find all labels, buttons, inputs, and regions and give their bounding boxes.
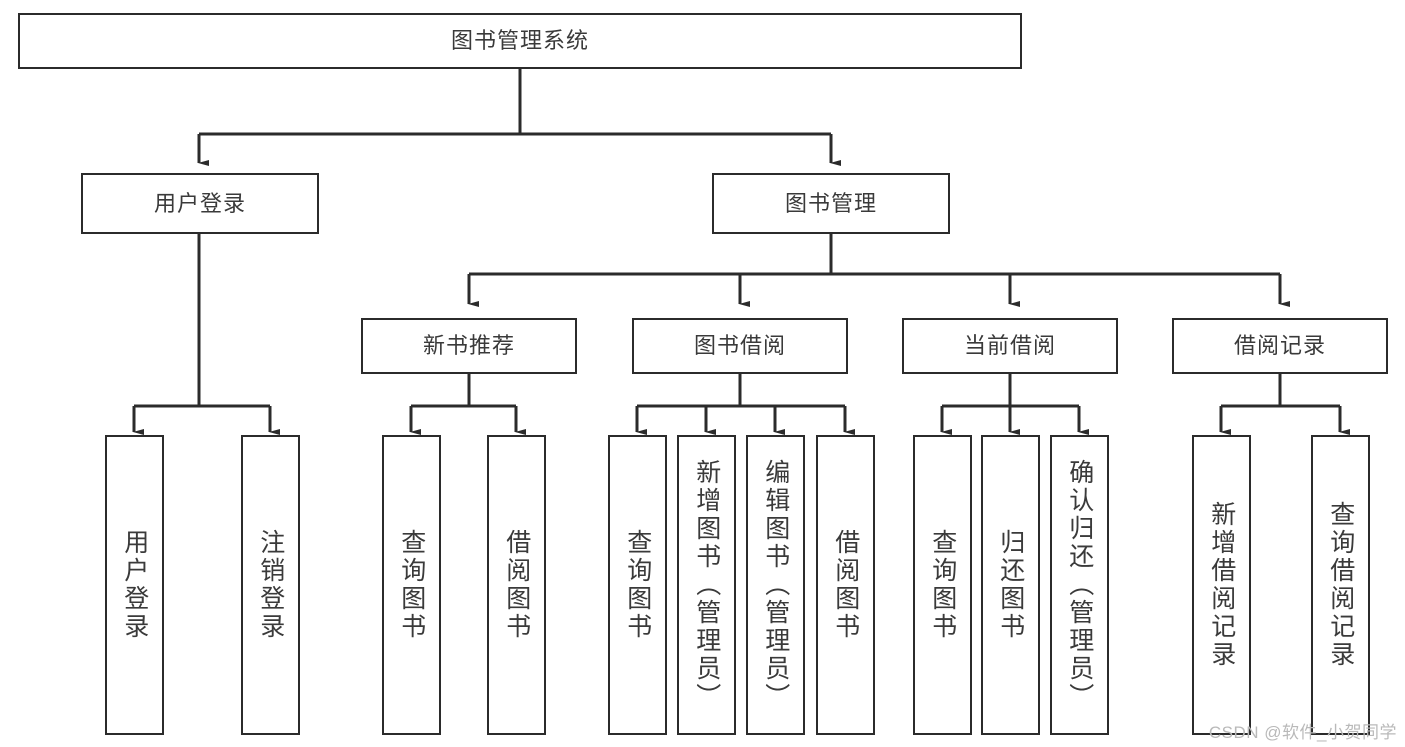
watermark: CSDN @软件_小贺同学: [1208, 723, 1397, 742]
leaf-label: 归还图书: [996, 529, 1025, 641]
node-current-borrow-label: 当前借阅: [963, 333, 1056, 359]
leaf-book-borrow-1[interactable]: 新增图书（管理员）: [677, 435, 736, 735]
node-current-borrow[interactable]: 当前借阅: [902, 318, 1118, 374]
leaf-label: 查询图书: [623, 529, 652, 641]
node-new-book-recommend[interactable]: 新书推荐: [361, 318, 577, 374]
node-borrow-record[interactable]: 借阅记录: [1172, 318, 1388, 374]
leaf-book-borrow-3[interactable]: 借阅图书: [816, 435, 875, 735]
node-book-borrow[interactable]: 图书借阅: [632, 318, 848, 374]
leaf-label: 借阅图书: [502, 529, 531, 641]
leaf-label: 查询图书: [397, 529, 426, 641]
leaf-label: 编辑图书（管理员）: [761, 459, 790, 711]
leaf-borrow-record-1[interactable]: 查询借阅记录: [1311, 435, 1370, 735]
leaf-book-borrow-2[interactable]: 编辑图书（管理员）: [746, 435, 805, 735]
leaf-label: 新增借阅记录: [1207, 501, 1236, 669]
leaf-book-borrow-0[interactable]: 查询图书: [608, 435, 667, 735]
leaf-user-login-0[interactable]: 用户登录: [105, 435, 164, 735]
node-root[interactable]: 图书管理系统: [18, 13, 1022, 69]
node-user-login[interactable]: 用户登录: [81, 173, 319, 234]
node-borrow-record-label: 借阅记录: [1233, 333, 1326, 359]
leaf-label: 用户登录: [120, 529, 149, 641]
leaf-new-book-recommend-1[interactable]: 借阅图书: [487, 435, 546, 735]
leaf-user-login-1[interactable]: 注销登录: [241, 435, 300, 735]
leaf-borrow-record-0[interactable]: 新增借阅记录: [1192, 435, 1251, 735]
leaf-new-book-recommend-0[interactable]: 查询图书: [382, 435, 441, 735]
leaf-current-borrow-1[interactable]: 归还图书: [981, 435, 1040, 735]
node-book-management[interactable]: 图书管理: [712, 173, 950, 234]
leaf-current-borrow-0[interactable]: 查询图书: [913, 435, 972, 735]
leaf-label: 借阅图书: [831, 529, 860, 641]
node-user-login-label: 用户登录: [153, 190, 246, 216]
node-book-borrow-label: 图书借阅: [693, 333, 786, 359]
node-book-management-label: 图书管理: [784, 190, 877, 216]
leaf-label: 新增图书（管理员）: [692, 459, 721, 711]
node-new-book-recommend-label: 新书推荐: [422, 333, 515, 359]
node-root-label: 图书管理系统: [450, 28, 589, 54]
leaf-label: 确认归还（管理员）: [1065, 459, 1094, 711]
leaf-label: 查询图书: [928, 529, 957, 641]
leaf-label: 查询借阅记录: [1326, 501, 1355, 669]
leaf-current-borrow-2[interactable]: 确认归还（管理员）: [1050, 435, 1109, 735]
leaf-label: 注销登录: [256, 529, 285, 641]
